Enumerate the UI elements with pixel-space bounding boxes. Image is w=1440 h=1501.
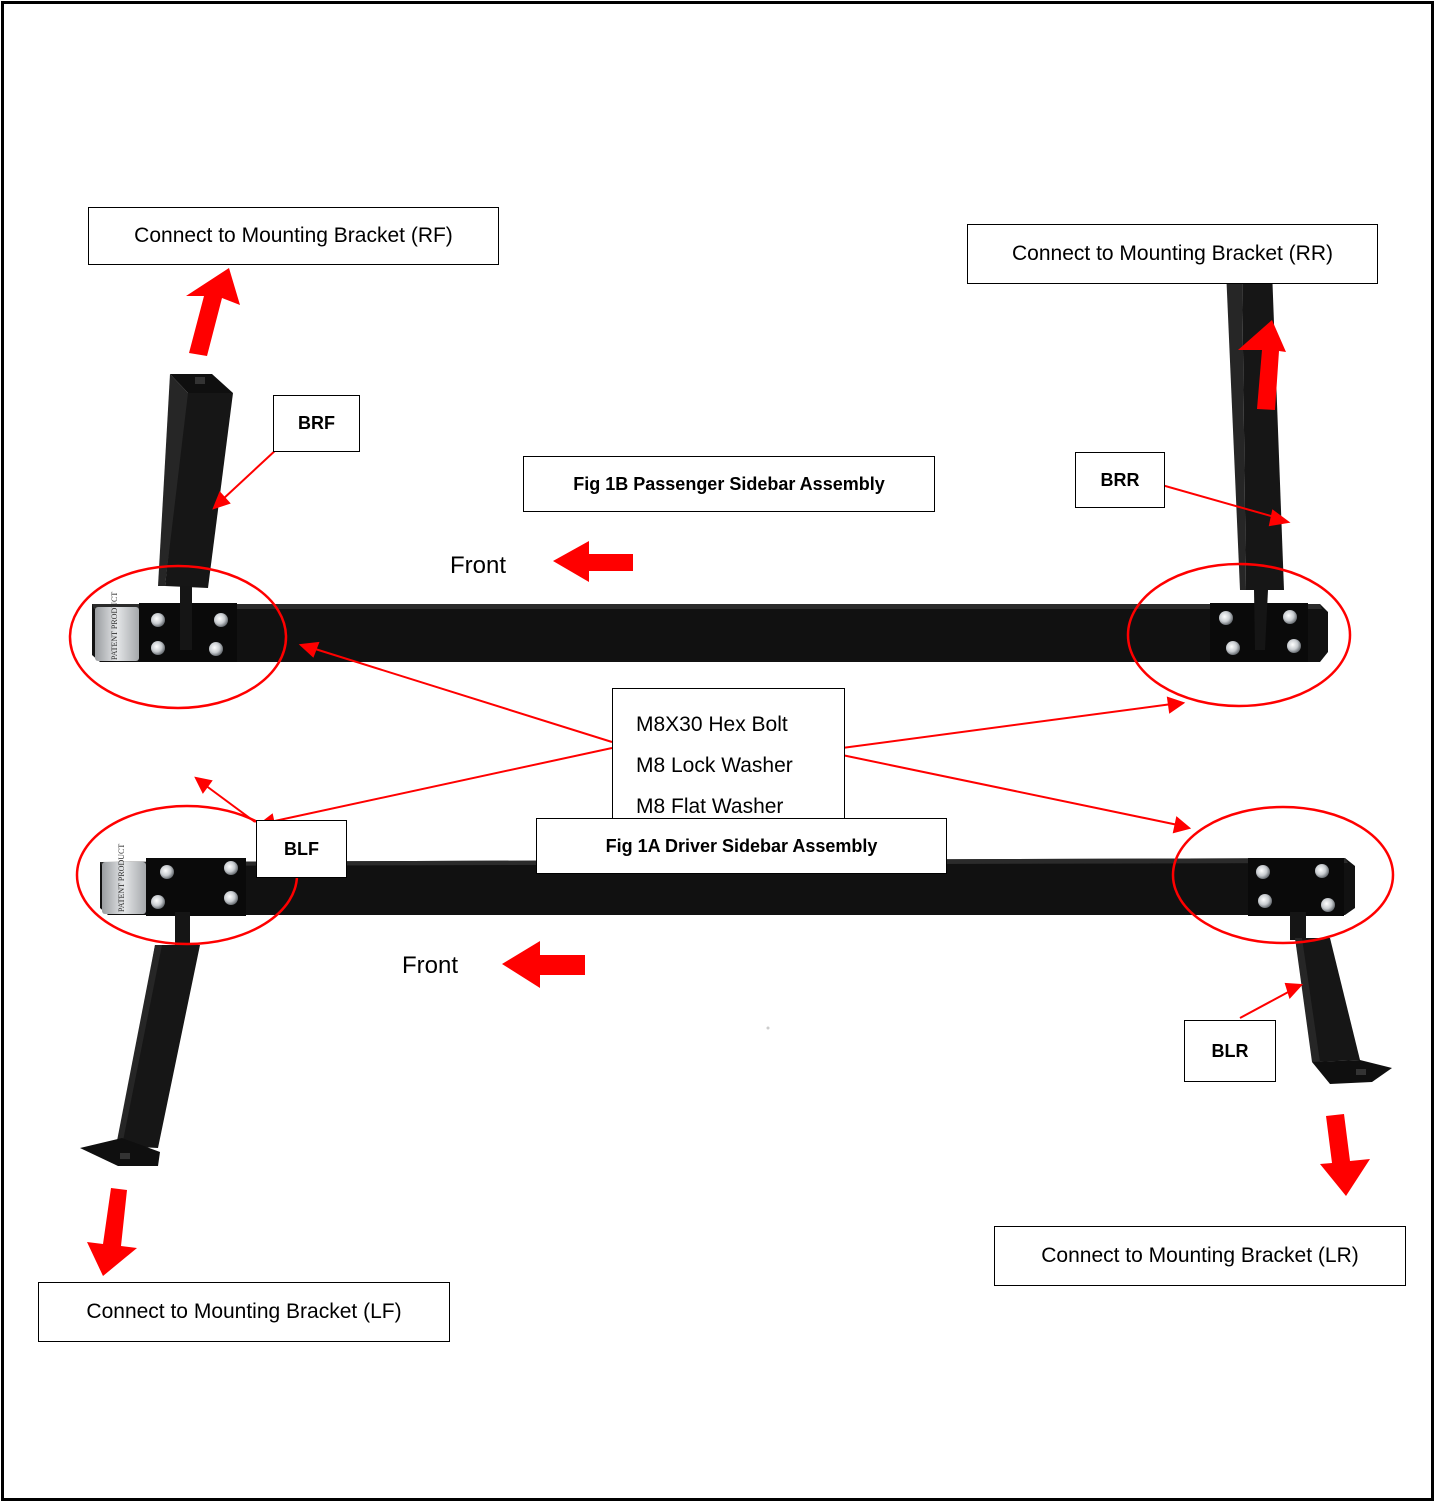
bracket-brr bbox=[1222, 245, 1284, 650]
bolt-icon bbox=[224, 891, 238, 905]
bolt-icon bbox=[1321, 898, 1335, 912]
bolt-icon bbox=[1258, 894, 1272, 908]
bolt-icon bbox=[1315, 864, 1329, 878]
driver-sidebar: PATENT PRODUCT bbox=[80, 844, 1392, 1166]
hardware-item: M8 Flat Washer bbox=[636, 794, 784, 818]
callout-arrow-blr bbox=[1239, 982, 1304, 1019]
bolt-icon bbox=[1287, 639, 1301, 653]
connect-rf-label: Connect to Mounting Bracket (RF) bbox=[88, 207, 499, 265]
highlight-ellipse-top-left bbox=[68, 564, 288, 710]
bolt-icon bbox=[151, 613, 165, 627]
connect-rr-label: Connect to Mounting Bracket (RR) bbox=[967, 224, 1378, 284]
arrow-up-icon-rf bbox=[186, 268, 240, 356]
bolt-icon bbox=[151, 641, 165, 655]
connect-lf-label: Connect to Mounting Bracket (LF) bbox=[38, 1282, 450, 1342]
bolt-icon bbox=[160, 865, 174, 879]
bolt-icon bbox=[214, 613, 228, 627]
hardware-item: M8 Lock Washer bbox=[636, 753, 793, 777]
speck bbox=[766, 1026, 770, 1030]
fig-1b-title: Fig 1B Passenger Sidebar Assembly bbox=[523, 456, 935, 512]
brf-label: BRF bbox=[273, 395, 360, 452]
hardware-list: M8X30 Hex Bolt M8 Lock Washer M8 Flat Wa… bbox=[612, 688, 845, 842]
blf-label: BLF bbox=[256, 820, 347, 878]
blr-label: BLR bbox=[1184, 1020, 1276, 1082]
passenger-sidebar: PATENT PRODUCT bbox=[92, 245, 1328, 662]
callout-arrow-hardware-bottom-left bbox=[256, 747, 613, 831]
brr-label: BRR bbox=[1075, 452, 1165, 508]
bolt-icon bbox=[209, 642, 223, 656]
plate-text-bottom: PATENT PRODUCT bbox=[117, 844, 126, 912]
arrow-left-icon-front-top bbox=[553, 541, 633, 582]
bracket-blf bbox=[80, 912, 200, 1166]
arrow-down-icon-lf bbox=[87, 1188, 137, 1276]
arrow-left-icon-front-bottom bbox=[502, 941, 585, 988]
arrow-up-icon-rr bbox=[1238, 320, 1286, 410]
bolt-icon bbox=[224, 861, 238, 875]
callout-arrow-hardware-top-right bbox=[841, 696, 1186, 749]
connect-lr-label: Connect to Mounting Bracket (LR) bbox=[994, 1226, 1406, 1286]
fig-1a-title: Fig 1A Driver Sidebar Assembly bbox=[536, 818, 947, 874]
callout-arrow-hardware-bottom-right bbox=[841, 754, 1192, 834]
front-label-bottom: Front bbox=[402, 952, 459, 979]
highlight-ellipse-bottom-right bbox=[1171, 805, 1395, 945]
patent-plate-top bbox=[95, 607, 139, 661]
callout-arrow-blf bbox=[194, 776, 256, 823]
bolt-icon bbox=[1256, 865, 1270, 879]
highlight-ellipse-top-right bbox=[1126, 562, 1352, 708]
callout-arrow-brf bbox=[212, 447, 279, 510]
hardware-item: M8X30 Hex Bolt bbox=[636, 712, 788, 736]
bracket-blr bbox=[1290, 912, 1392, 1084]
bolt-icon bbox=[1226, 641, 1240, 655]
bolt-icon bbox=[1283, 610, 1297, 624]
callout-arrow-hardware-top-left bbox=[298, 641, 613, 743]
plate-text-top: PATENT PRODUCT bbox=[110, 592, 119, 660]
front-label-top: Front bbox=[450, 552, 507, 579]
bracket-brf bbox=[158, 374, 233, 650]
patent-plate-bottom bbox=[102, 862, 146, 914]
bolt-icon bbox=[151, 895, 165, 909]
bolt-icon bbox=[1219, 611, 1233, 625]
arrow-down-icon-lr bbox=[1320, 1114, 1370, 1196]
